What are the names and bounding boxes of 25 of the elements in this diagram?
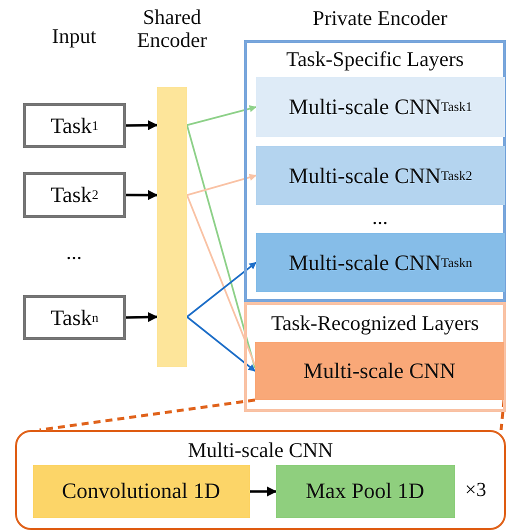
zoom-line bbox=[500, 400, 506, 430]
zoom-line bbox=[39, 398, 256, 432]
group-heading: Multi-scale CNN bbox=[186, 438, 334, 463]
layer-box: Max Pool 1D bbox=[276, 464, 454, 518]
arrow bbox=[186, 105, 257, 126]
layer-group-panel bbox=[244, 40, 506, 302]
ellipsis: ... bbox=[65, 240, 83, 265]
arrow bbox=[126, 190, 158, 200]
column-heading: Private Encoder bbox=[312, 6, 448, 31]
ellipsis: ... bbox=[371, 205, 389, 230]
encoder-heading: Shared Encoder bbox=[136, 6, 208, 52]
column-heading: Input bbox=[50, 24, 98, 49]
layer-box: Convolutional 1D bbox=[32, 464, 250, 518]
layer-box: Multi-scale CNN bbox=[255, 342, 504, 400]
arrow bbox=[186, 174, 257, 196]
arrow bbox=[126, 120, 158, 130]
group-heading: Task-Recognized Layers bbox=[270, 311, 480, 336]
repeat-count: ×3 bbox=[465, 478, 486, 502]
arrow bbox=[186, 262, 257, 318]
group-heading: Task-Specific Layers bbox=[285, 47, 465, 72]
arrow bbox=[186, 316, 256, 372]
layer-group-panel bbox=[244, 302, 506, 412]
arrow bbox=[250, 486, 277, 496]
arrow bbox=[126, 312, 158, 322]
layer-group-panel bbox=[15, 430, 506, 530]
